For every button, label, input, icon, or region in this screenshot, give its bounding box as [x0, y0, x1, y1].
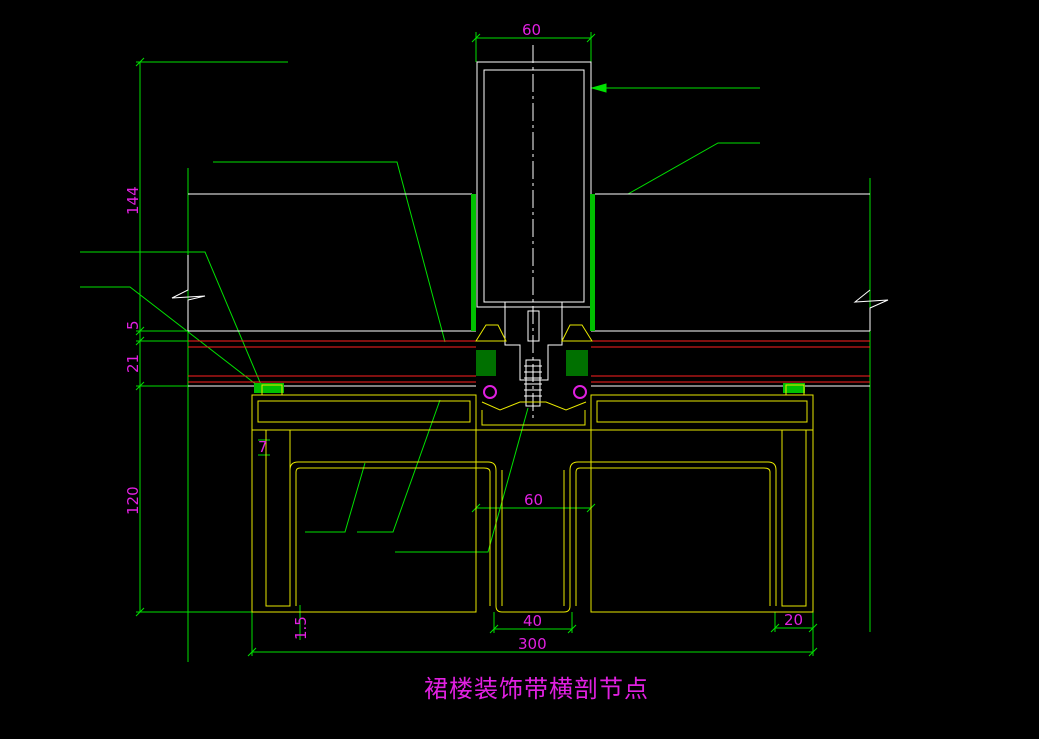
aluminum-profiles — [251, 394, 814, 613]
dim-top-width: 60 — [522, 21, 541, 39]
drawing-title: 裙楼装饰带横剖节点 — [424, 675, 649, 703]
panel-edges — [188, 340, 870, 383]
sealant — [254, 194, 805, 393]
dim-height-5: 5 — [124, 320, 142, 330]
dim-small-7: 7 — [258, 438, 268, 456]
screw — [524, 359, 542, 407]
dim-small-1-5: 1.5 — [292, 616, 310, 640]
dim-height-120: 120 — [124, 486, 142, 515]
dim-height-21: 21 — [124, 354, 142, 373]
leader-lines — [80, 83, 760, 553]
dim-bottom-40: 40 — [523, 612, 542, 630]
dim-height-144: 144 — [124, 186, 142, 215]
bolt-heads — [483, 385, 587, 399]
dim-total-300: 300 — [518, 635, 547, 653]
dim-right-20: 20 — [784, 611, 803, 629]
white-outlines — [171, 61, 889, 387]
dim-mid-width: 60 — [524, 491, 543, 509]
